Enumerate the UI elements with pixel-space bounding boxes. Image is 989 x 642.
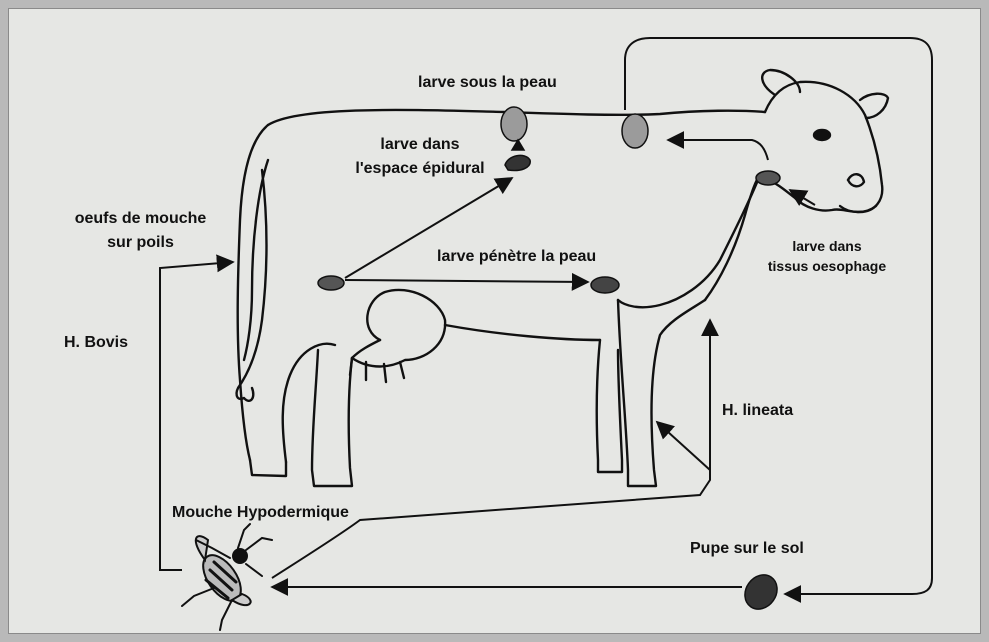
larva-epidural [505,155,530,170]
cycle-outer-right [625,38,932,594]
label-h-bovis: H. Bovis [64,332,128,354]
larva-oesophagus [756,171,780,185]
label-epidural-line1: larve dans [345,134,495,156]
label-pupe: Pupe sur le sol [690,538,804,560]
label-oeufs-line1: oeufs de mouche [48,208,233,230]
arrow-lineata-branch [657,422,710,470]
larva-penetrates-skin [591,277,619,293]
fly-icon [182,524,272,630]
label-epidural-line2: l'espace épidural [345,158,495,180]
label-oesophage-line1: larve dans [752,237,902,256]
larva-subcutaneous-2 [622,114,648,148]
arrow-oesophage-to-back [668,140,768,160]
label-oesophage-line2: tissus oesophage [745,257,909,276]
arrow-skin-to-penetrate [345,280,588,282]
larva-skin-entry [318,276,344,290]
label-h-lineata: H. lineata [722,400,793,422]
pupa [738,569,783,616]
label-larve-penetre: larve pénètre la peau [437,246,596,268]
label-larve-sous-peau: larve sous la peau [418,72,557,94]
larva-subcutaneous-1 [501,107,527,141]
label-oeufs-line2: sur poils [48,232,233,254]
label-mouche: Mouche Hypodermique [172,502,349,524]
cycle-h-lineata [272,320,710,578]
